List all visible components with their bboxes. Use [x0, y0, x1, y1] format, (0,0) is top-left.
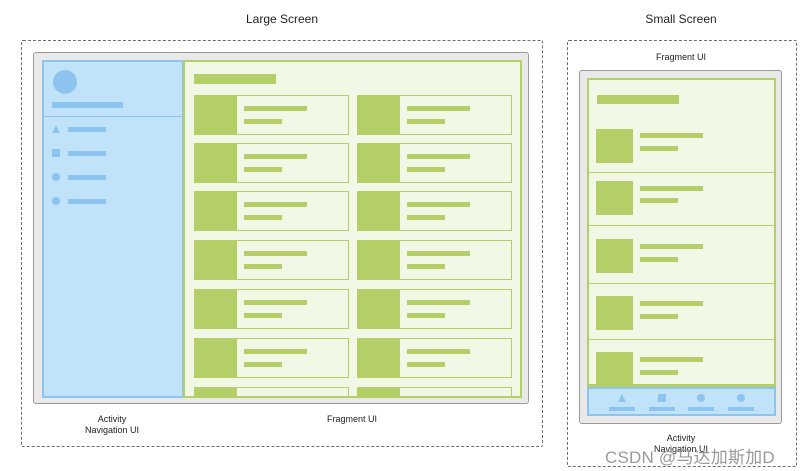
fragment-panel [183, 60, 522, 398]
nav-item-label-3[interactable] [68, 175, 106, 180]
circle-icon[interactable] [697, 394, 705, 402]
list-item[interactable] [589, 119, 774, 173]
grid-card[interactable] [357, 338, 512, 378]
grid-card[interactable] [194, 387, 349, 396]
bottom-nav-label-1[interactable] [609, 407, 635, 411]
grid-card[interactable] [194, 143, 349, 183]
navigation-panel [42, 60, 184, 398]
nav-divider [44, 116, 182, 117]
list-item[interactable] [589, 340, 774, 386]
circle-icon [52, 197, 60, 205]
nav-item-label-4[interactable] [68, 199, 106, 204]
small-screen-frame [567, 40, 797, 467]
small-fragment-caption: Fragment UI [655, 52, 706, 62]
bottom-nav-label-3[interactable] [688, 407, 714, 411]
circle-icon [52, 173, 60, 181]
fragment-header-bar [597, 95, 679, 104]
list-item[interactable] [589, 173, 774, 226]
small-screen-title: Small Screen [645, 12, 717, 26]
triangle-icon[interactable] [618, 394, 626, 402]
small-device [579, 70, 782, 424]
list-item[interactable] [589, 284, 774, 340]
circle-icon[interactable] [737, 394, 745, 402]
small-nav-caption: Activity Navigation UI [653, 433, 709, 454]
triangle-icon [52, 125, 60, 133]
grid-card[interactable] [357, 289, 512, 329]
grid-card[interactable] [194, 338, 349, 378]
avatar [53, 70, 77, 94]
nav-item-label-1[interactable] [68, 127, 106, 132]
grid-card[interactable] [357, 143, 512, 183]
list-item[interactable] [589, 226, 774, 284]
bottom-navigation [587, 387, 776, 416]
bottom-nav-label-2[interactable] [649, 407, 675, 411]
grid-card[interactable] [357, 95, 512, 135]
grid-card[interactable] [357, 240, 512, 280]
large-screen-frame [21, 40, 543, 447]
nav-header-text [52, 102, 123, 108]
bottom-nav-label-4[interactable] [728, 407, 754, 411]
grid-card[interactable] [194, 240, 349, 280]
watermark: CSDN @马达加斯加D [605, 448, 775, 467]
grid-card[interactable] [194, 191, 349, 231]
grid-card[interactable] [194, 289, 349, 329]
large-fragment-caption: Fragment UI [326, 414, 377, 424]
large-nav-caption: Activity Navigation UI [84, 414, 140, 435]
nav-item-label-2[interactable] [68, 151, 106, 156]
grid-card[interactable] [357, 191, 512, 231]
small-fragment-panel [587, 78, 776, 386]
square-icon[interactable] [658, 394, 666, 402]
large-screen-title: Large Screen [245, 12, 319, 26]
fragment-header-bar [194, 74, 276, 84]
grid-card[interactable] [194, 95, 349, 135]
fragment-bottom-border [587, 384, 776, 387]
grid-card[interactable] [357, 387, 512, 396]
large-device [33, 52, 529, 404]
square-icon [52, 149, 60, 157]
